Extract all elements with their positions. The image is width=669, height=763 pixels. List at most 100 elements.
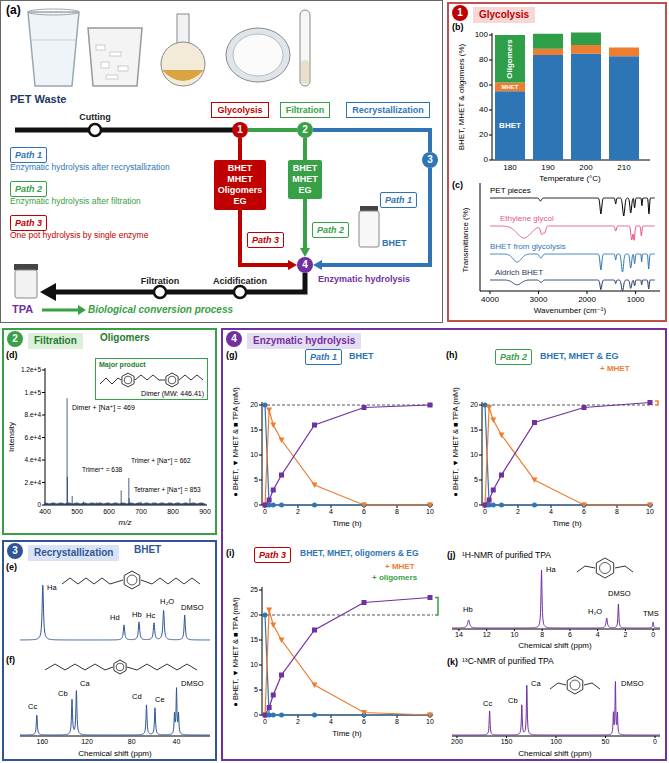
connector-line	[303, 199, 307, 249]
text-label: 0	[484, 155, 488, 164]
ms-peak	[149, 503, 150, 505]
text-label: 80	[128, 738, 136, 746]
plot-mark	[428, 713, 433, 718]
ms-peak	[83, 502, 84, 505]
ms-peak	[94, 503, 95, 505]
ms-peak	[50, 503, 51, 505]
text-label: 6	[568, 631, 572, 639]
plot-mark	[271, 503, 276, 508]
text-label: Intensity	[7, 422, 16, 452]
text-label: 5	[474, 476, 478, 484]
plot-mark	[361, 503, 367, 509]
text-label: DMSO	[621, 680, 644, 689]
nmr-axes	[20, 629, 660, 736]
text-label: 12	[483, 631, 491, 639]
ms-peak	[112, 503, 113, 505]
ms-peak	[197, 503, 198, 505]
ms-peak	[108, 503, 109, 505]
path-tag: Path 1	[10, 147, 47, 163]
ms-peak	[104, 503, 105, 505]
text-label: 0	[483, 508, 487, 516]
structure	[127, 575, 137, 585]
text-label: 40	[173, 738, 181, 746]
ms-peak	[180, 503, 181, 505]
ms-peak	[91, 503, 92, 505]
plot-mark	[267, 705, 272, 710]
ms-peak	[100, 503, 101, 505]
text-label: Biological conversion process	[88, 304, 233, 316]
ms-peak	[77, 503, 78, 505]
panel-box: Glycolysis1	[447, 2, 667, 322]
ms-peak	[87, 504, 88, 505]
plot-mark	[279, 673, 284, 678]
ms-peak	[143, 503, 144, 505]
text-label: ● BHET, ▼ MHET & ■ TPA (mM)	[232, 387, 241, 496]
ms-peak	[117, 503, 118, 505]
node-text: Recrystallization	[28, 545, 119, 561]
ms-peak	[139, 503, 140, 505]
ms-peak	[201, 503, 202, 505]
ms-peak	[62, 503, 63, 505]
ms-peak	[124, 503, 125, 505]
axis	[482, 402, 483, 505]
ms-peak	[46, 503, 47, 505]
text-label: 20	[470, 401, 478, 409]
text-label: m/z	[119, 518, 132, 527]
text-label: 2	[623, 631, 627, 639]
plot-mark	[582, 503, 587, 508]
text-label: BHET	[382, 238, 407, 248]
step-number: 3	[422, 152, 438, 168]
ms-peak	[105, 503, 106, 505]
text-label: 40	[479, 105, 488, 114]
text-label: 8	[540, 631, 544, 639]
step-box: Recrystallization	[346, 102, 430, 118]
plot-mark	[648, 503, 653, 508]
plot-mark	[499, 473, 504, 478]
plot-mark	[259, 505, 262, 506]
plot-mark	[259, 615, 262, 616]
text-label: 0	[474, 501, 478, 509]
bar-chart-axes	[489, 33, 650, 160]
plot-mark	[259, 640, 262, 641]
ms-peak	[48, 503, 49, 505]
ms-peak	[173, 503, 174, 505]
ms-peak	[164, 503, 165, 505]
ms-peak	[167, 503, 168, 505]
step-box: Glycolysis	[211, 102, 268, 118]
node-text: Recrystallization	[352, 104, 424, 116]
text-label: Temperature (°C)	[539, 174, 600, 183]
ms-peak	[107, 503, 108, 505]
text-label: Trimer⁺ = 638	[82, 466, 122, 473]
ms-peak	[82, 503, 83, 505]
text-label: 0	[653, 738, 657, 746]
ms-peak	[60, 503, 61, 505]
ms-peak	[180, 503, 181, 505]
bar	[495, 91, 525, 160]
ms-peak	[69, 503, 70, 505]
text-label: 80	[479, 55, 488, 64]
ms-peak	[64, 503, 65, 505]
structure	[567, 676, 583, 694]
plot-mark	[279, 638, 285, 644]
ms-peak	[62, 503, 63, 505]
ms-peak	[187, 503, 188, 505]
text-label: 400	[39, 508, 51, 516]
ms-peak	[114, 503, 115, 505]
text-label: DMSO	[181, 680, 204, 689]
text-label: 5	[254, 476, 258, 484]
text-label: PET Waste	[10, 93, 66, 106]
plot-mark	[263, 613, 268, 618]
structure	[577, 566, 595, 572]
ms-peak	[190, 503, 191, 505]
ms-peak	[61, 503, 62, 505]
ms-peak	[195, 503, 196, 505]
ms-peak	[203, 503, 204, 505]
text-label: 25	[250, 586, 258, 594]
text-label: 2	[516, 508, 520, 516]
text-label: (h)	[446, 350, 458, 360]
ms-peak	[51, 503, 52, 505]
bar	[571, 45, 601, 54]
ms-peak	[173, 504, 174, 505]
ms-peak	[150, 504, 151, 505]
ms-peak	[110, 503, 111, 505]
